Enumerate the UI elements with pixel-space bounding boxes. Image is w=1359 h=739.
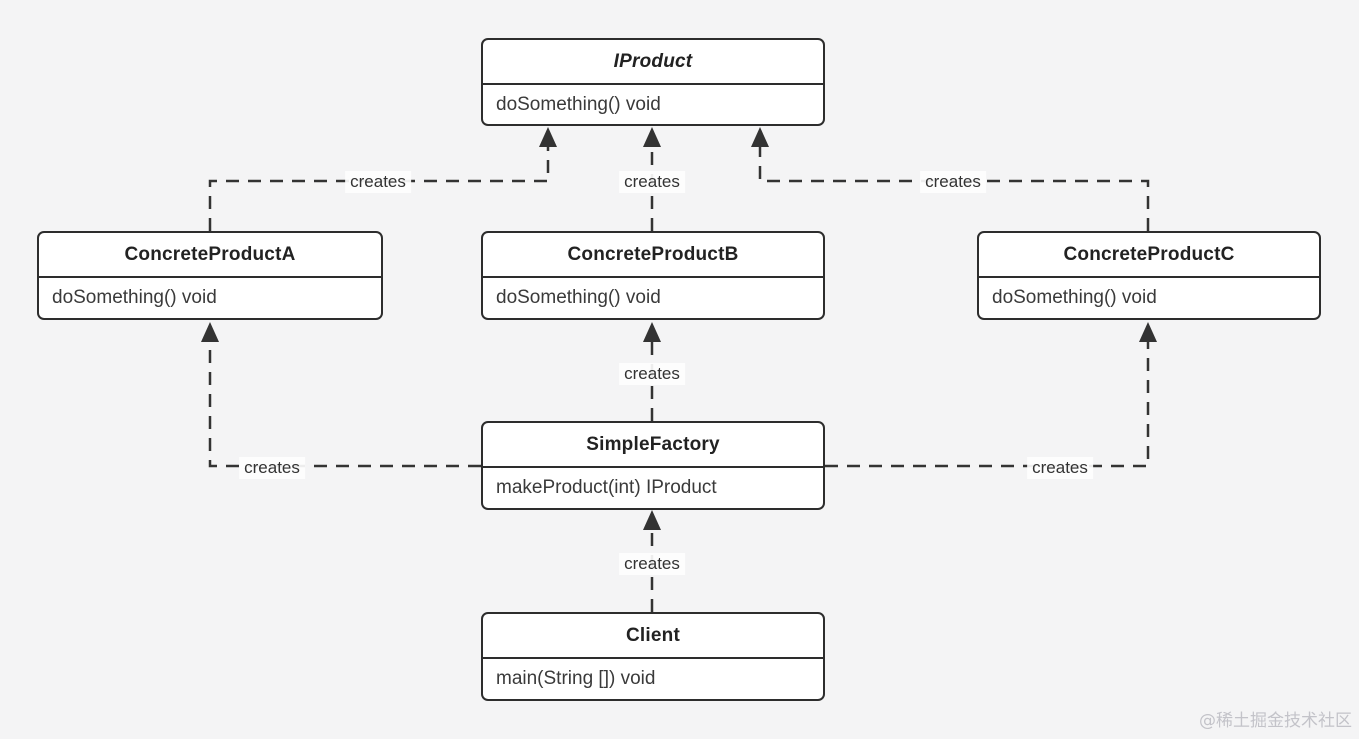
- class-box-concreteproductb: ConcreteProductB doSomething() void: [481, 231, 825, 320]
- class-box-iproduct: IProduct doSomething() void: [481, 38, 825, 126]
- arrowhead-client-simplefactory: [643, 510, 661, 530]
- class-member-client: main(String []) void: [496, 668, 656, 689]
- edge-label-simplefactory-concreteproductc: creates: [1027, 457, 1093, 479]
- class-box-simplefactory: SimpleFactory makeProduct(int) IProduct: [481, 421, 825, 510]
- connector-concreteproducta-iproduct: [208, 147, 550, 231]
- connector-simplefactory-concreteproductc: [825, 342, 1150, 468]
- class-name-client: Client: [483, 614, 823, 659]
- class-name-concreteproducta: ConcreteProductA: [39, 233, 381, 278]
- class-member-concreteproducta: doSomething() void: [52, 287, 217, 308]
- edge-label-client-simplefactory: creates: [619, 553, 685, 575]
- class-member-simplefactory: makeProduct(int) IProduct: [496, 477, 717, 498]
- edge-label-simplefactory-concreteproducta: creates: [239, 457, 305, 479]
- arrowhead-simplefactory-concreteproducta: [201, 322, 219, 342]
- watermark-text: @稀土掘金技术社区: [1199, 711, 1352, 731]
- class-name-concreteproductc: ConcreteProductC: [979, 233, 1319, 278]
- class-member-concreteproductc: doSomething() void: [992, 287, 1157, 308]
- edge-label-concreteproductb-iproduct: creates: [619, 171, 685, 193]
- arrowhead-concreteproductb-iproduct: [643, 127, 661, 147]
- class-member-concreteproductb: doSomething() void: [496, 287, 661, 308]
- arrowhead-concreteproducta-iproduct: [539, 127, 557, 147]
- arrowhead-simplefactory-concreteproductb: [643, 322, 661, 342]
- class-box-client: Client main(String []) void: [481, 612, 825, 701]
- class-box-concreteproductc: ConcreteProductC doSomething() void: [977, 231, 1321, 320]
- arrowhead-concreteproductc-iproduct: [751, 127, 769, 147]
- arrowhead-simplefactory-concreteproductc: [1139, 322, 1157, 342]
- class-name-iproduct: IProduct: [483, 40, 823, 85]
- class-name-simplefactory: SimpleFactory: [483, 423, 823, 468]
- class-box-concreteproducta: ConcreteProductA doSomething() void: [37, 231, 383, 320]
- edge-label-concreteproducta-iproduct: creates: [345, 171, 411, 193]
- edge-label-concreteproductc-iproduct: creates: [920, 171, 986, 193]
- class-member-iproduct: doSomething() void: [496, 93, 661, 115]
- connector-simplefactory-concreteproducta: [208, 342, 481, 468]
- class-name-concreteproductb: ConcreteProductB: [483, 233, 823, 278]
- edge-label-simplefactory-concreteproductb: creates: [619, 363, 685, 385]
